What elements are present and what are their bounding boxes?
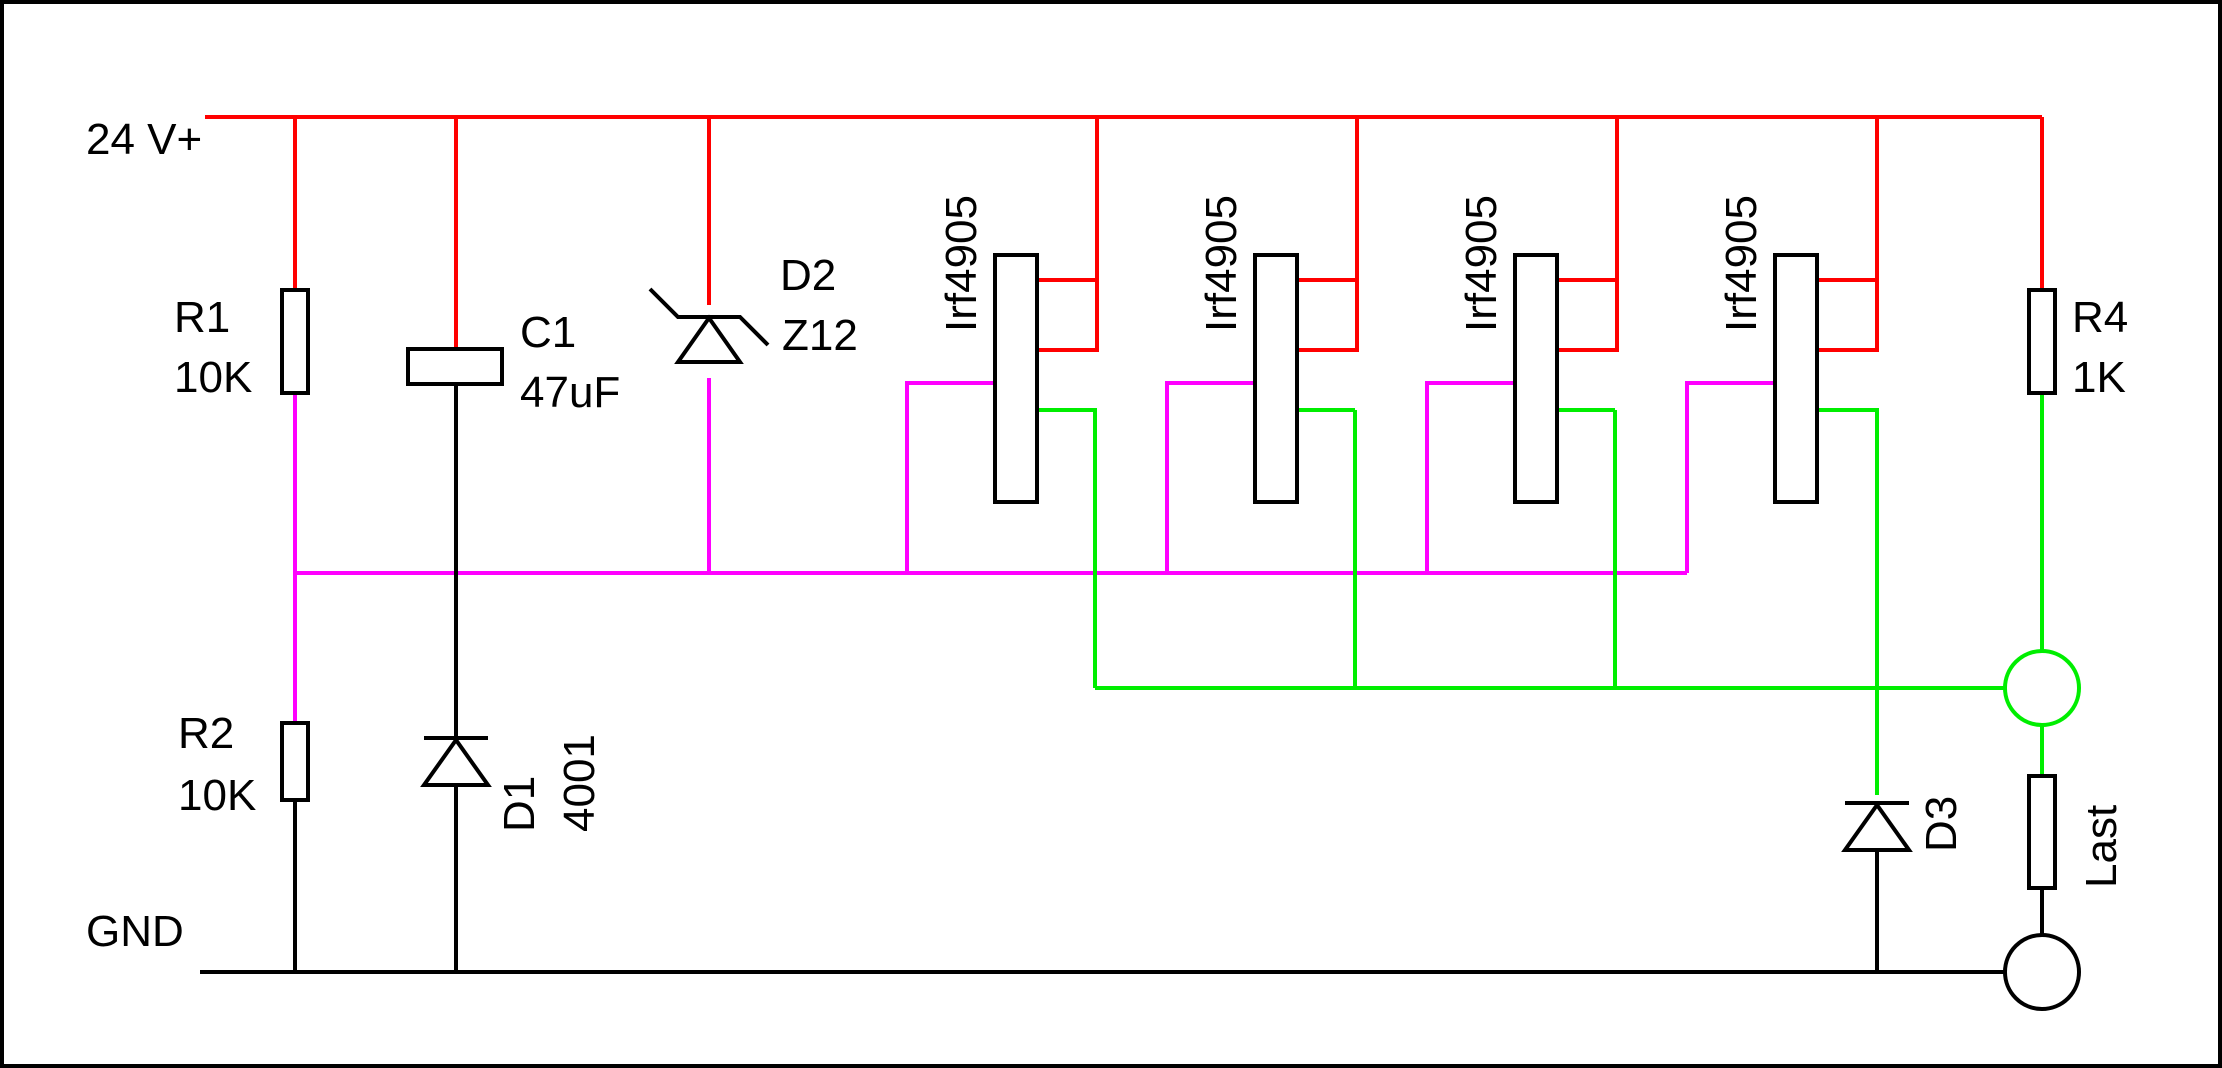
q1-output-wire <box>1037 408 1097 688</box>
q2-mosfet <box>1253 253 1299 504</box>
q3-source-bus <box>1557 278 1619 352</box>
r4-name: R4 <box>2072 293 2128 342</box>
load-resistor <box>2027 774 2057 890</box>
q4-source-bus <box>1817 278 1879 352</box>
ground-wires <box>200 385 2044 974</box>
d3-name: D3 <box>1917 796 1966 852</box>
r1-name: R1 <box>174 293 230 342</box>
r2-value: 10K <box>178 771 256 820</box>
q3-mosfet <box>1513 253 1559 504</box>
output-terminal <box>2003 649 2081 727</box>
r2-resistor <box>280 721 310 802</box>
q1-gate-wire <box>905 381 997 573</box>
ground-terminal <box>2003 933 2081 1011</box>
q4-gate-wire <box>1685 381 1777 573</box>
r4-value: 1K <box>2072 353 2126 402</box>
d3-diode <box>1841 801 1913 852</box>
q2-part-label: Irf4905 <box>1197 195 1246 332</box>
q1-part-label: Irf4905 <box>937 195 986 332</box>
load-name: Last <box>2077 805 2126 888</box>
d1-value: 4001 <box>555 734 604 832</box>
q2-gate-wire <box>1165 381 1257 573</box>
d2-name: D2 <box>780 251 836 300</box>
r1-value: 10K <box>174 353 252 402</box>
d1-name: D1 <box>495 776 544 832</box>
d2-zener-diode <box>648 287 770 364</box>
q3-gate-wire <box>1425 381 1517 573</box>
d1-diode <box>420 736 492 787</box>
c1-value: 47uF <box>520 368 620 417</box>
d2-value: Z12 <box>782 311 858 360</box>
r2-name: R2 <box>178 709 234 758</box>
supply-wires <box>205 115 2044 352</box>
supply-label: 24 V+ <box>86 115 202 164</box>
q4-mosfet <box>1773 253 1819 504</box>
r1-resistor <box>280 288 310 395</box>
q2-source-bus <box>1297 278 1359 352</box>
q1-mosfet <box>993 253 1039 504</box>
q1-source-bus <box>1037 278 1099 352</box>
q3-part-label: Irf4905 <box>1457 195 1506 332</box>
gate-wires <box>293 378 1777 723</box>
q4-part-label: Irf4905 <box>1717 195 1766 332</box>
output-wires <box>1037 393 2044 795</box>
ground-label: GND <box>86 907 184 956</box>
q4-output-wire <box>1817 408 1879 795</box>
c1-name: C1 <box>520 308 576 357</box>
r4-resistor <box>2027 288 2057 395</box>
c1-capacitor <box>406 347 504 386</box>
